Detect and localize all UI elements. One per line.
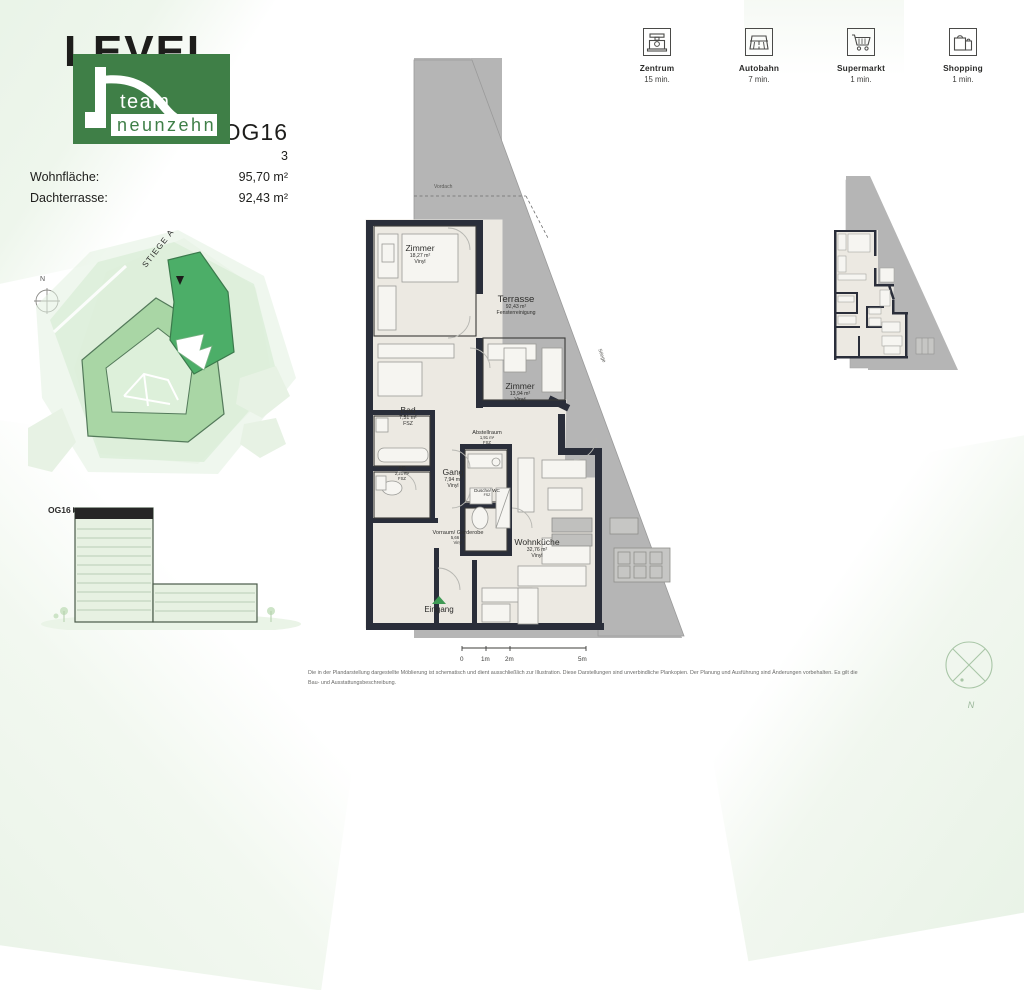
amenity-shopping: Shopping 1 min. — [932, 28, 994, 84]
amenities-bar: Zentrum 15 min. Autobahn 7 min. — [626, 28, 994, 84]
scale-tick: 5m — [578, 656, 587, 663]
elevation-graphic — [41, 507, 301, 634]
mini-plan-graphic — [834, 176, 958, 370]
amenity-time: 1 min. — [952, 75, 974, 84]
disclaimer-text: Die in der Plandarstellung dargestellte … — [308, 670, 858, 686]
amenity-autobahn: Autobahn 7 min. — [728, 28, 790, 84]
amenity-time: 7 min. — [748, 75, 770, 84]
amenity-name: Shopping — [943, 63, 983, 73]
spec-value-wohnflaeche: 95,70 m² — [238, 170, 288, 184]
spec-row-dachterrasse: Dachterrasse: 92,43 m² — [30, 184, 288, 205]
compass-rose-icon — [945, 641, 993, 689]
unit-code: OG16 — [222, 119, 288, 145]
shopping-bag-icon — [949, 28, 977, 56]
page-compass: N — [940, 638, 1002, 710]
spec-value-dachterrasse: 92,43 m² — [238, 191, 288, 205]
spec-row-wohnflaeche: Wohnfläche: 95,70 m² — [30, 163, 288, 184]
amenity-name: Zentrum — [639, 63, 675, 73]
amenity-supermarkt: Supermarkt 1 min. — [830, 28, 892, 84]
town-hall-icon — [643, 28, 671, 56]
team-neunzehn-logo: team neunzehn — [73, 54, 230, 144]
entrance-triangle-icon — [432, 596, 446, 604]
canopy-label: Vordach — [434, 184, 453, 190]
overview-mini-plan — [828, 172, 970, 372]
compass-north-label: N — [40, 276, 46, 283]
svg-text:team: team — [120, 91, 170, 113]
entrance-label: Eingang — [424, 605, 454, 614]
elevation-floor-label: OG16 — [48, 505, 71, 515]
building-elevation — [40, 498, 302, 634]
logo-artwork: team neunzehn — [73, 54, 230, 144]
amenity-name: Autobahn — [738, 63, 780, 73]
amenity-name: Supermarkt — [836, 63, 886, 73]
shopping-cart-icon — [847, 28, 875, 56]
amenity-time: 1 min. — [850, 75, 872, 84]
entrance-marker: Eingang — [412, 596, 466, 614]
compass-north-label: N — [967, 700, 975, 710]
scale-tick: 1m — [481, 656, 490, 663]
floor-plan-graphic — [365, 58, 685, 638]
site-plan-graphic: STIEGE A — [28, 227, 296, 474]
scale-bar-graphic — [461, 646, 587, 651]
scale-tick: 2m — [505, 656, 514, 663]
spec-value-zimmer: 3 — [281, 149, 288, 163]
svg-text:neunzehn: neunzehn — [117, 115, 216, 135]
scale-tick: 0 — [460, 656, 464, 663]
spec-label-wohnflaeche: Wohnfläche: — [30, 170, 100, 184]
main-floor-plan: Zimmer 18,27 m² Vinyl Terrasse 92,43 m² … — [352, 48, 772, 648]
highway-icon — [745, 28, 773, 56]
spec-label-dachterrasse: Dachterrasse: — [30, 191, 108, 205]
amenity-zentrum: Zentrum 15 min. — [626, 28, 688, 84]
site-plan: STIEGE A — [28, 227, 304, 483]
amenity-time: 15 min. — [644, 75, 670, 84]
scale-bar-ticks: 0 1m 2m 5m — [460, 656, 588, 667]
scale-bar: 0 1m 2m 5m — [460, 638, 588, 667]
decorative-wash-bottom-left — [0, 397, 394, 990]
